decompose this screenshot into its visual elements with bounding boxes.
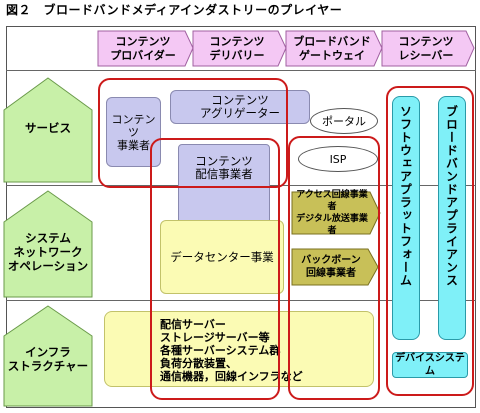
row-divider-2 [6,300,476,301]
isp-ellipse: ISP [298,146,378,172]
row-label-infra: インフラ ストラクチャー [7,345,89,373]
column-label-delivery: コンテンツ デリバリー [209,34,265,62]
header-divider [6,70,476,71]
highlight-gateway [288,136,380,400]
software-platform-label: ソフトウェアプラットフォーム [398,105,413,287]
portal-ellipse: ポータル [310,108,378,134]
access-line-label: アクセス回線事業者 デジタル放送事業者 [296,190,368,236]
row-arrow-infra [3,305,93,407]
row-arrow-system [3,190,93,298]
header-arrow-receiver [381,30,475,67]
header-arrow-delivery [192,30,287,67]
backbone-label: バックボーン 回線事業者 [301,255,361,279]
backbone-arrow [291,248,379,286]
column-label-gateway: ブロードバンド ゲートウェイ [293,34,371,62]
datacenter-box: データセンター事業 [160,220,284,294]
highlight-delivery [150,138,280,400]
access-line-arrow [291,191,381,235]
figure-title: 図２ ブロードバンドメディアインダストリーのプレイヤー [6,3,343,17]
header-arrow-provider [97,30,194,67]
row-label-system: システム ネットワーク オペレーション [7,231,89,273]
column-label-provider: コンテンツ プロバイダー [110,34,176,62]
highlight-service-provider [98,78,288,188]
infra-list-text: 配信サーバー ストレージサーバー等 各種サーバーシステム群 負荷分散装置、 通信… [160,318,303,383]
broadband-appliance-label: ブロードバンドアプライアンス [444,105,459,287]
header-arrow-gateway [285,30,383,67]
row-label-service: サービス [25,121,71,135]
software-platform-box: ソフトウェアプラットフォーム [392,96,420,340]
infra-box [104,311,374,387]
row-arrow-service [3,77,93,183]
highlight-receiver [386,86,474,396]
device-system-box: デバイスシステム [392,352,468,378]
broadband-appliance-box: ブロードバンドアプライアンス [438,96,466,340]
column-label-receiver: コンテンツ レシーバー [398,34,454,62]
diagram-frame [6,26,476,408]
